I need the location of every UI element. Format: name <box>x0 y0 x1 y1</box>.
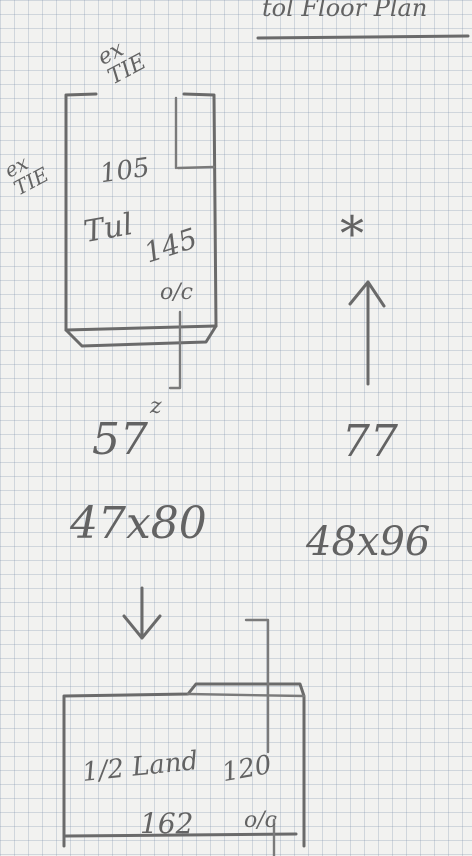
door2-size: 48x96 <box>306 519 431 565</box>
door1-frame-left <box>64 92 98 332</box>
door1-tick <box>176 165 216 170</box>
door1-superscript: z <box>150 394 162 419</box>
door3-dim-line <box>244 618 270 754</box>
down-arrow-icon <box>122 586 162 640</box>
door3-side: o/c <box>244 808 277 833</box>
door3-width: 162 <box>140 807 194 840</box>
page-heading: tol Floor Plan <box>262 0 428 22</box>
door3-bottom <box>64 832 298 838</box>
door1-number: 57 <box>92 414 148 465</box>
heading-underline <box>256 34 470 40</box>
door2-marker: * <box>340 206 364 262</box>
door1-size: 47x80 <box>70 498 207 549</box>
door3-tab-line <box>186 692 306 698</box>
door1-height-mark: 105 <box>98 152 152 190</box>
door1-base <box>64 324 218 348</box>
door1-side: o/c <box>160 280 193 305</box>
door2-number: 77 <box>342 416 398 467</box>
door1-frame-right <box>182 92 218 328</box>
door1-dim-line <box>168 310 182 390</box>
door1-panel-label: Tul <box>81 207 136 250</box>
up-arrow-icon <box>348 280 386 386</box>
door1-bottom <box>64 324 218 332</box>
